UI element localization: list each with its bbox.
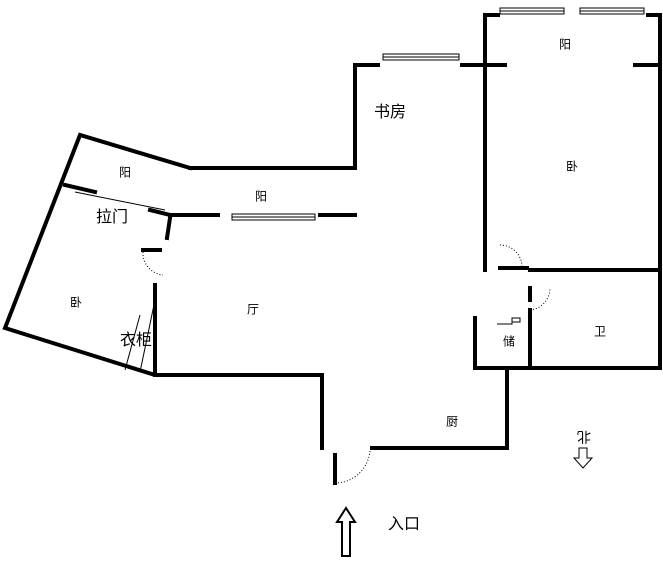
room-label-bathroom: 卫: [593, 324, 607, 339]
room-label-study: 书房: [373, 102, 407, 121]
door-arc-bedroom-right: [499, 244, 523, 269]
door-arc-bathroom: [529, 287, 551, 311]
room-label-kitchen: 厨: [445, 414, 459, 429]
north-label: 北: [577, 428, 591, 444]
room-label-balcony-middle: 阳: [254, 189, 268, 204]
room-label-balcony-right: 阳: [558, 37, 572, 52]
entrance-arrow-icon: [335, 506, 357, 557]
room-label-bedroom-right: 卧: [565, 159, 579, 174]
wall-kitchen: [370, 366, 509, 450]
door-arc-bedroom-left: [142, 251, 164, 276]
room-label-living-room: 厅: [246, 302, 260, 317]
room-label-bedroom-left: 卧: [69, 295, 83, 310]
room-label-storage: 储: [502, 334, 516, 349]
label-sliding-door: 拉门: [95, 207, 129, 226]
label-wardrobe: 衣柜: [119, 330, 153, 349]
north-arrow-icon: [572, 447, 594, 469]
wall-balcony-top: [188, 63, 380, 170]
door-arc-entrance: [334, 449, 371, 484]
wall-left-outer: [2, 132, 324, 450]
entrance-label: 入口: [387, 514, 421, 533]
room-label-balcony-left: 阳: [118, 165, 132, 180]
